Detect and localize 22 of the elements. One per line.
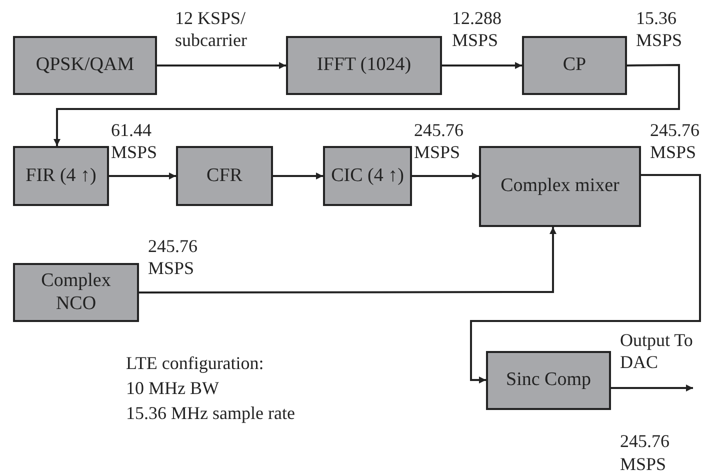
process-box: CP (522, 36, 627, 95)
note-text: 245.76 MSPS (620, 430, 670, 474)
arrow (442, 62, 522, 69)
process-box: Sinc Comp (486, 351, 611, 410)
note-text: 10 MHz BW (126, 377, 219, 400)
arrow (273, 172, 323, 180)
process-box: Complex mixer (479, 146, 641, 227)
arrow (412, 172, 479, 180)
arrow (470, 174, 701, 384)
arrow (611, 384, 693, 392)
process-box: CFR (176, 146, 273, 206)
arrow (139, 227, 556, 294)
arrow (109, 172, 176, 180)
process-box: QPSK/QAM (13, 36, 157, 95)
arrow (54, 64, 680, 146)
process-box: FIR (4 ↑) (13, 146, 109, 206)
process-box: CIC (4 ↑) (323, 146, 412, 206)
process-box: IFFT (1024) (286, 36, 442, 95)
note-text: LTE configuration: (126, 352, 264, 374)
note-text: 15.36 MHz sample rate (126, 402, 295, 424)
process-box: Complex NCO (13, 263, 139, 322)
arrow (157, 62, 286, 69)
